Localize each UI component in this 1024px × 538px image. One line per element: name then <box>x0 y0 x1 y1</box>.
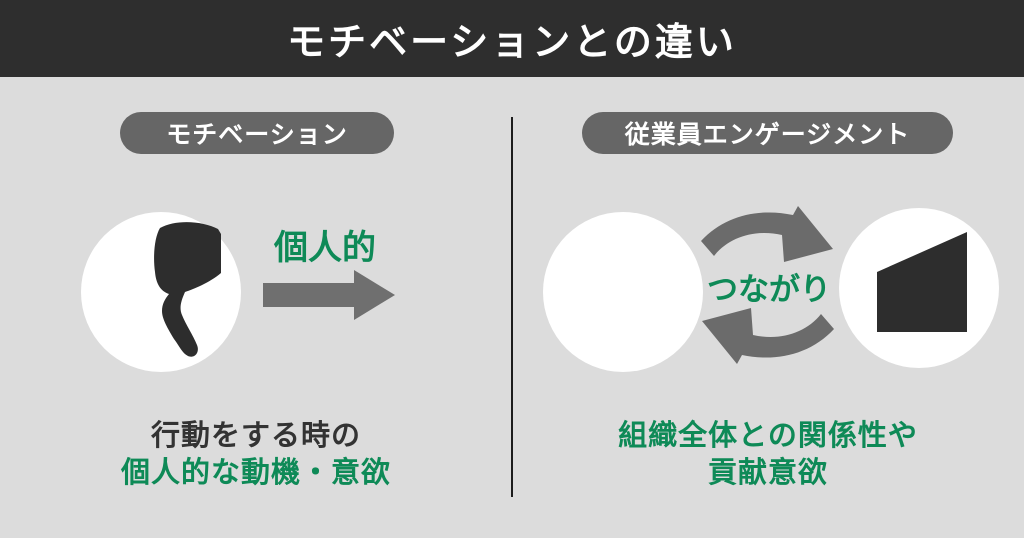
engagement-label: 従業員エンゲージメント <box>624 121 911 149</box>
person-icon <box>154 222 221 357</box>
arrow-right-icon <box>263 270 395 320</box>
header-bar: モチベーションとの違い <box>0 0 1024 77</box>
connection-caption: つながり <box>707 272 831 307</box>
motivation-description: 行動をする時の 個人的な動機・意欲 <box>0 418 512 492</box>
building-icon <box>877 232 967 332</box>
cycle-arrows-icon <box>701 206 834 364</box>
engagement-description-line2: 貢献意欲 <box>707 457 828 489</box>
motivation-description-line2: 個人的な動機・意欲 <box>120 457 391 489</box>
person-circle <box>81 212 241 372</box>
page-title: モチベーションとの違い <box>287 22 737 64</box>
engagement-label-pill: 従業員エンゲージメント <box>582 112 953 154</box>
motivation-description-line1: 行動をする時の <box>150 420 361 452</box>
organization-circle <box>839 208 999 368</box>
column-divider <box>511 117 513 497</box>
motivation-label: モチベーション <box>166 121 348 149</box>
engagement-description: 組織全体との関係性や 貢献意欲 <box>512 418 1024 492</box>
employee-circle <box>543 212 703 372</box>
engagement-description-line1: 組織全体との関係性や <box>618 420 918 452</box>
individual-caption: 個人的 <box>274 229 376 267</box>
motivation-label-pill: モチベーション <box>120 112 394 154</box>
